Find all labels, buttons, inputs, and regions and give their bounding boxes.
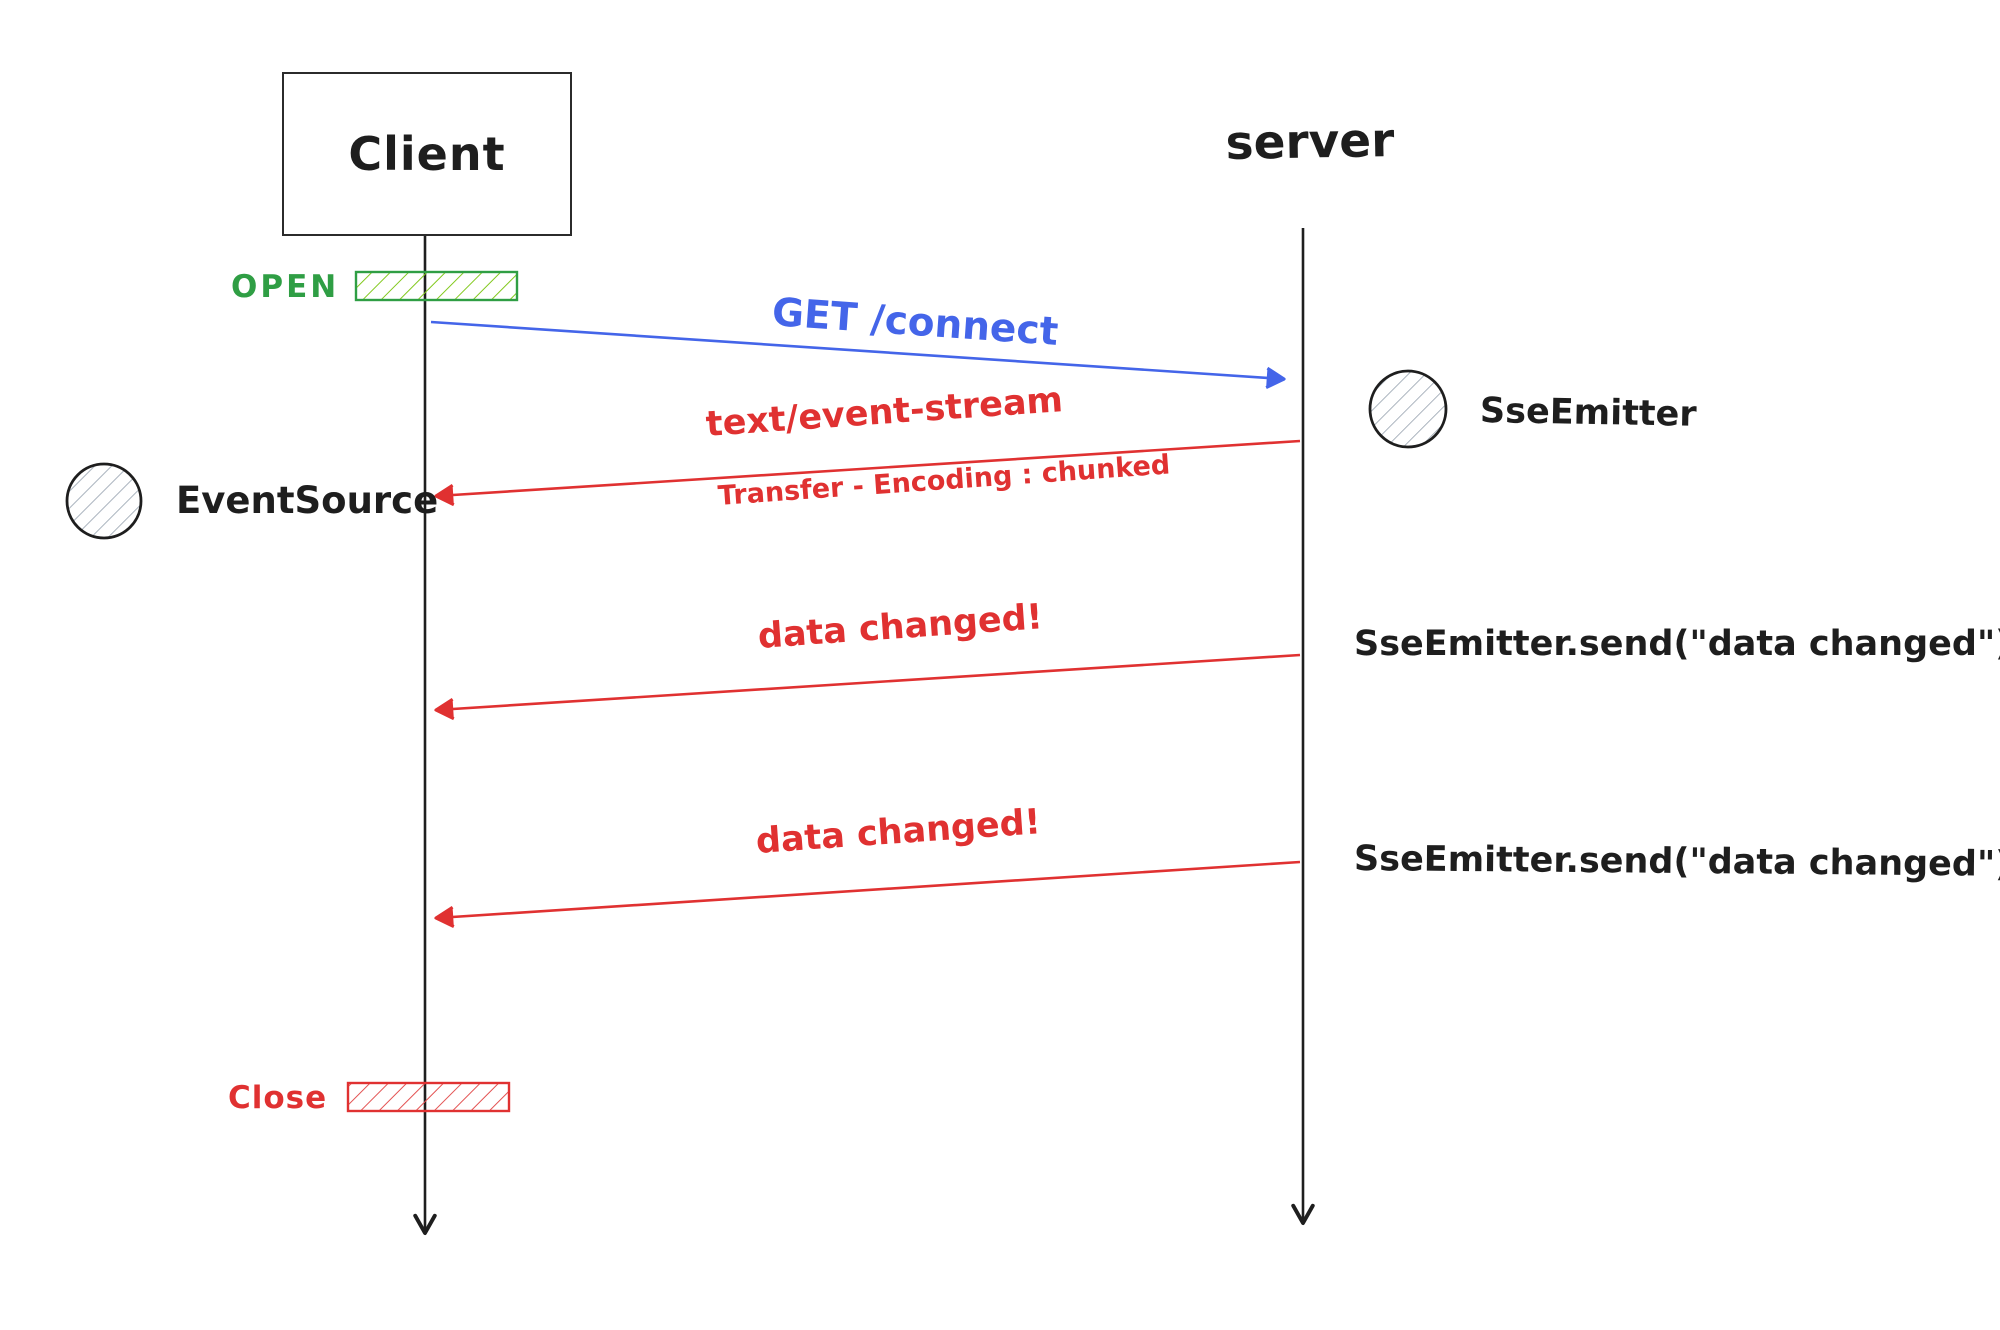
eventsource-instance-icon — [65, 462, 143, 540]
message-arrow-data-changed-2 — [434, 860, 1301, 929]
eventsource-label: EventSource — [176, 479, 439, 522]
client-actor-label: Client — [348, 127, 506, 181]
open-state-label: OPEN — [231, 269, 340, 305]
sseemitter-label: SseEmitter — [1479, 391, 1697, 435]
open-activation-bar — [354, 270, 519, 302]
sseemitter-instance-icon — [1368, 369, 1448, 449]
server-actor-label: server — [1225, 113, 1395, 171]
sse-send-annotation-2: SseEmitter.send("data changed") — [1353, 839, 2000, 885]
close-state-label: Close — [228, 1080, 328, 1116]
close-activation-bar — [346, 1081, 511, 1113]
client-actor-box: Client — [282, 72, 572, 236]
message-arrow-data-changed-1 — [434, 653, 1301, 721]
message-arrow-get-connect — [430, 320, 1286, 390]
sse-send-annotation-1: SseEmitter.send("data changed") — [1354, 624, 2000, 664]
message-arrow-text-event-stream — [434, 439, 1301, 507]
